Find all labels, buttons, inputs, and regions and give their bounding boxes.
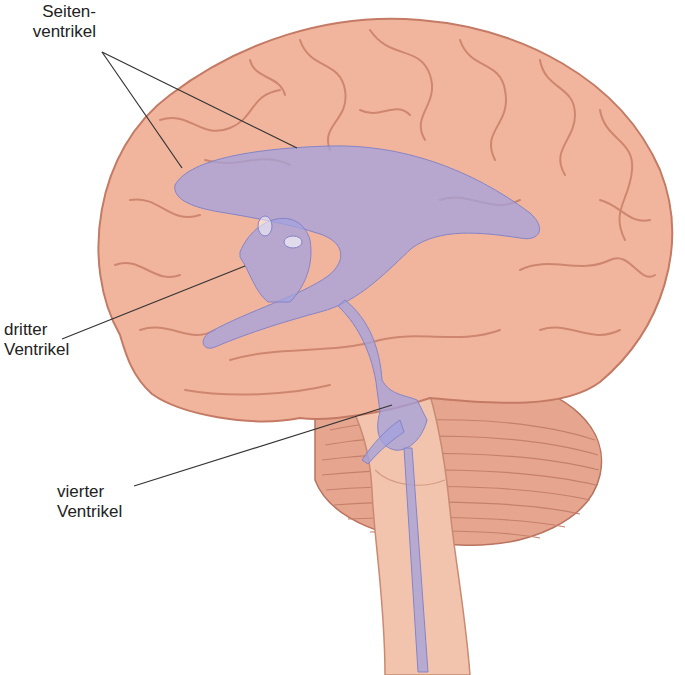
part-label: dritter Ventrikel	[4, 320, 84, 360]
ventricle-system	[175, 146, 540, 672]
leader-lines	[62, 52, 392, 486]
leader-line	[62, 266, 245, 339]
leader-line	[134, 405, 392, 486]
leader-line	[102, 52, 182, 168]
leader-line	[102, 52, 297, 148]
cerebrum	[98, 19, 672, 422]
part-label: vierter Ventrikel	[57, 482, 137, 522]
part-label: Seiten- ventrikel	[4, 2, 96, 42]
